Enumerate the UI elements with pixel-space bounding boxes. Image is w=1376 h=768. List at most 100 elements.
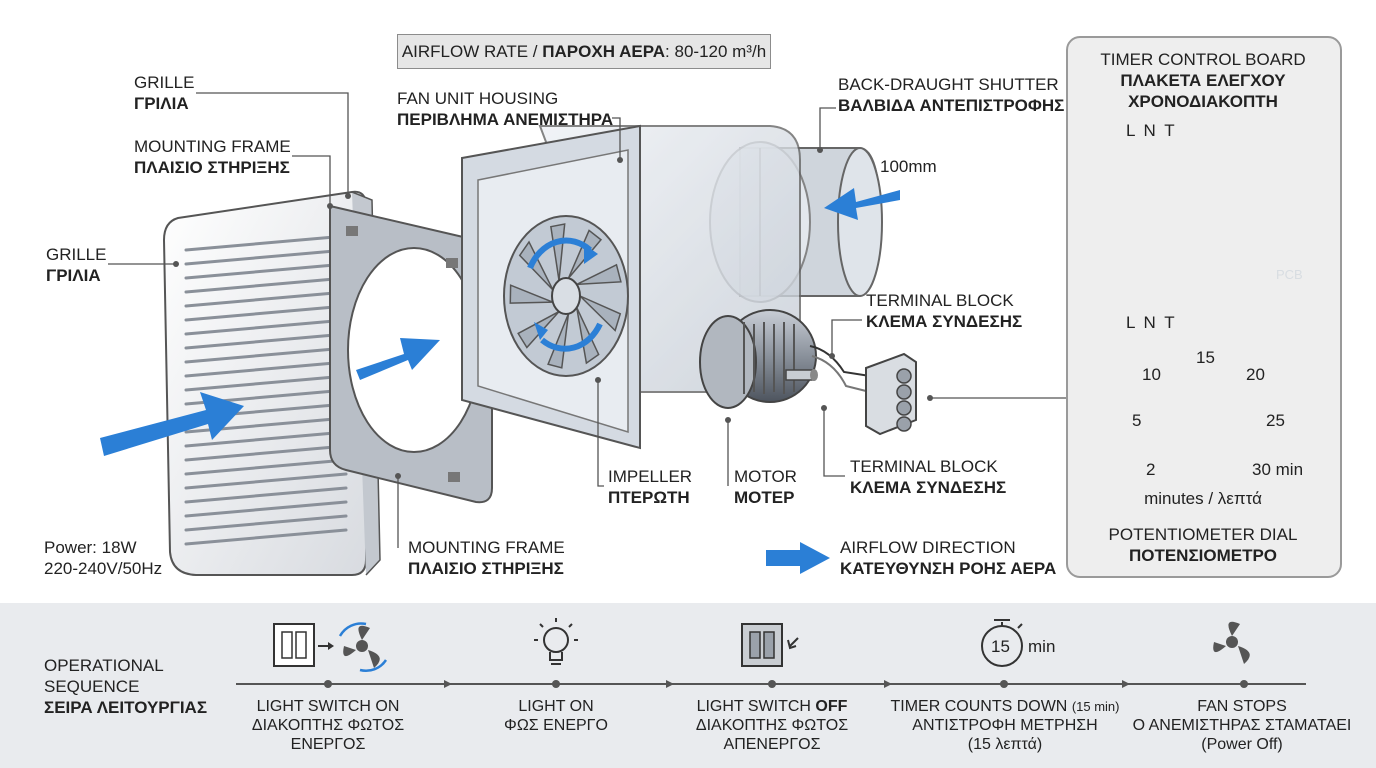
grille-slat bbox=[184, 276, 348, 294]
sequence-title: OPERATIONAL SEQUENCE ΣΕΙΡΑ ΛΕΙΤΟΥΡΓΙΑΣ bbox=[44, 655, 207, 718]
step-5-line2: Ο ΑΝΕΜΙΣΤΗΡΑΣ ΣΤΑΜΑΤΑΕΙ bbox=[1132, 717, 1352, 734]
dial-units-label: minutes / λεπτά bbox=[1144, 489, 1262, 508]
sequence-step-2: LIGHT ON ΦΩΣ ΕΝΕΡΓΟ bbox=[476, 697, 636, 735]
grille-slat bbox=[184, 346, 348, 364]
terminal-top-gr: ΚΛΕΜΑ ΣΥΝΔΕΣΗΣ bbox=[866, 312, 1023, 331]
grille-slat bbox=[184, 444, 348, 462]
mounting-frame-top-gr: ΠΛΑΙΣΙΟ ΣΤΗΡΙΞΗΣ bbox=[134, 158, 290, 177]
motor-en: MOTOR bbox=[734, 467, 797, 486]
pcb-terminals-bottom-label: L N T bbox=[1126, 313, 1177, 332]
step-3-line1a: LIGHT SWITCH bbox=[696, 698, 816, 715]
duct-size-label: 100mm bbox=[880, 157, 937, 176]
fan-housing-en: FAN UNIT HOUSING bbox=[397, 89, 559, 108]
step-4-line3: (15 λεπτά) bbox=[967, 736, 1043, 753]
motor-gr: ΜΟΤΕΡ bbox=[734, 488, 795, 507]
stopwatch-number: 15 bbox=[991, 637, 1010, 656]
grille-slat bbox=[184, 304, 348, 322]
power-rating: Power: 18W bbox=[44, 538, 137, 557]
airflow-direction-gr: ΚΑΤΕΥΘΥΝΣΗ ΡΟΗΣ ΑΕΡΑ bbox=[840, 559, 1057, 578]
grille-slat bbox=[184, 290, 348, 308]
impeller-blade bbox=[579, 295, 622, 332]
grille-slat bbox=[184, 458, 348, 476]
pcb-label: PCB bbox=[1276, 267, 1303, 282]
dial-mark-5: 5 bbox=[1132, 411, 1142, 430]
timer-title-gr1: ΠΛΑΚΕΤΑ ΕΛΕΓΧΟΥ bbox=[1120, 71, 1286, 90]
grille-slat bbox=[184, 262, 348, 280]
grille-slat bbox=[184, 248, 348, 266]
dial-mark-20: 20 bbox=[1246, 365, 1265, 384]
impeller-en: IMPELLER bbox=[608, 467, 693, 486]
step-5-line3: (Power Off) bbox=[1201, 736, 1283, 753]
power-spec-label: Power: 18W 220-240V/50Hz bbox=[44, 537, 162, 579]
grille-slat bbox=[184, 234, 348, 252]
grille-slat bbox=[184, 528, 348, 546]
operational-sequence-band bbox=[0, 603, 1376, 768]
dial-mark-10: 10 bbox=[1142, 365, 1161, 384]
step-3-line1: LIGHT SWITCH OFF bbox=[672, 697, 872, 716]
dial-mark-15: 15 bbox=[1196, 348, 1215, 367]
airflow-rate-greek: ΠΑΡΟΧΗ ΑΕΡΑ bbox=[542, 42, 666, 61]
grille-slat bbox=[184, 332, 348, 350]
sequence-title-gr: ΣΕΙΡΑ ΛΕΙΤΟΥΡΓΙΑΣ bbox=[44, 698, 208, 717]
timer-title-en: TIMER CONTROL BOARD bbox=[1100, 50, 1306, 69]
impeller-blade bbox=[576, 263, 622, 286]
airflow-rate-banner: AIRFLOW RATE / ΠΑΡΟΧΗ ΑΕΡΑ: 80-120 m³/h bbox=[397, 34, 771, 69]
dial-mark-2: 2 bbox=[1146, 460, 1156, 479]
mounting-frame-top-en: MOUNTING FRAME bbox=[134, 137, 291, 156]
fan-housing-gr: ΠΕΡΙΒΛΗΜΑ ΑΝΕΜΙΣΤΗΡΑ bbox=[397, 110, 614, 129]
potentiometer-gr: ΠΟΤΕΝΣΙΟΜΕΤΡΟ bbox=[1128, 546, 1278, 565]
airflow-direction-en: AIRFLOW DIRECTION bbox=[840, 538, 1016, 557]
potentiometer-label: POTENTIOMETER DIAL ΠΟΤΕΝΣΙΟΜΕΤΡΟ bbox=[1068, 524, 1338, 566]
grille-top-label: GRILLE ΓΡΙΛΙΑ bbox=[134, 72, 194, 114]
grille-top-en: GRILLE bbox=[134, 73, 195, 92]
terminal-top-en: TERMINAL BLOCK bbox=[866, 291, 1014, 310]
motor-label: MOTOR ΜΟΤΕΡ bbox=[734, 466, 797, 508]
airflow-rate-value: : 80-120 m³/h bbox=[665, 42, 767, 61]
grille-slat bbox=[184, 500, 348, 518]
terminal-block-part bbox=[865, 352, 917, 436]
dial-mark-25: 25 bbox=[1266, 411, 1285, 430]
step-2-line2: ΦΩΣ ΕΝΕΡΓΟ bbox=[504, 717, 608, 734]
fan-housing-label: FAN UNIT HOUSING ΠΕΡΙΒΛΗΜΑ ΑΝΕΜΙΣΤΗΡΑ bbox=[397, 88, 613, 130]
grille-left-en: GRILLE bbox=[46, 245, 107, 264]
impeller bbox=[503, 215, 629, 377]
impeller-blade bbox=[509, 284, 554, 304]
grille-left-gr: ΓΡΙΛΙΑ bbox=[46, 266, 101, 285]
grille-slat bbox=[184, 318, 348, 336]
mounting-frame-bottom-en: MOUNTING FRAME bbox=[408, 538, 565, 557]
mounting-frame-top-label: MOUNTING FRAME ΠΛΑΙΣΙΟ ΣΤΗΡΙΞΗΣ bbox=[134, 136, 291, 178]
timer-control-panel bbox=[1066, 36, 1342, 578]
step-3-line1b: OFF bbox=[815, 698, 848, 715]
grille-slat bbox=[184, 472, 348, 490]
step-4-line2: ΑΝΤΙΣΤΡΟΦΗ ΜΕΤΡΗΣΗ bbox=[912, 717, 1098, 734]
impeller-label: IMPELLER ΠΤΕΡΩΤΗ bbox=[608, 466, 692, 508]
step-1-line3: ΕΝΕΡΓΟΣ bbox=[290, 736, 366, 753]
terminal-block-bottom-label: TERMINAL BLOCK ΚΛΕΜΑ ΣΥΝΔΕΣΗΣ bbox=[850, 456, 1006, 498]
leader-lines bbox=[108, 92, 1066, 548]
step-2-line1: LIGHT ON bbox=[518, 698, 594, 715]
airflow-arrows bbox=[100, 188, 900, 574]
mounting-frame-bottom-label: MOUNTING FRAME ΠΛΑΙΣΙΟ ΣΤΗΡΙΞΗΣ bbox=[408, 537, 565, 579]
potentiometer-en: POTENTIOMETER DIAL bbox=[1108, 525, 1298, 544]
grille-slat bbox=[184, 360, 348, 378]
step-4-line1a: TIMER COUNTS DOWN bbox=[890, 698, 1072, 715]
sequence-step-4: TIMER COUNTS DOWN (15 min) ΑΝΤΙΣΤΡΟΦΗ ΜΕ… bbox=[880, 697, 1130, 754]
sequence-title-en2: SEQUENCE bbox=[44, 677, 140, 696]
mounting-frame-bottom-gr: ΠΛΑΙΣΙΟ ΣΤΗΡΙΞΗΣ bbox=[408, 559, 564, 578]
grille-cover bbox=[162, 190, 381, 576]
step-4-line1b: (15 min) bbox=[1071, 699, 1120, 714]
sequence-step-3: LIGHT SWITCH OFF ΔΙΑΚΟΠΤΗΣ ΦΩΤΟΣ ΑΠΕΝΕΡΓ… bbox=[672, 697, 872, 754]
sequence-title-en1: OPERATIONAL bbox=[44, 656, 164, 675]
shutter-label: BACK-DRAUGHT SHUTTER ΒΑΛΒΙΔΑ ΑΝΤΕΠΙΣΤΡΟΦ… bbox=[838, 74, 1064, 116]
impeller-blade bbox=[547, 313, 570, 369]
grille-slat bbox=[184, 486, 348, 504]
airflow-rate-prefix: AIRFLOW RATE / bbox=[401, 42, 543, 61]
grille-top-gr: ΓΡΙΛΙΑ bbox=[134, 94, 189, 113]
step-3-line3: ΑΠΕΝΕΡΓΟΣ bbox=[723, 736, 821, 753]
step-3-line2: ΔΙΑΚΟΠΤΗΣ ΦΩΤΟΣ bbox=[695, 717, 849, 734]
sequence-step-5: FAN STOPS Ο ΑΝΕΜΙΣΤΗΡΑΣ ΣΤΑΜΑΤΑΕΙ (Power… bbox=[1122, 697, 1362, 754]
shutter-en: BACK-DRAUGHT SHUTTER bbox=[838, 75, 1059, 94]
impeller-blade bbox=[518, 240, 554, 291]
shutter-gr: ΒΑΛΒΙΔΑ ΑΝΤΕΠΙΣΤΡΟΦΗΣ bbox=[838, 96, 1065, 115]
step-4-line1: TIMER COUNTS DOWN (15 min) bbox=[880, 697, 1130, 716]
